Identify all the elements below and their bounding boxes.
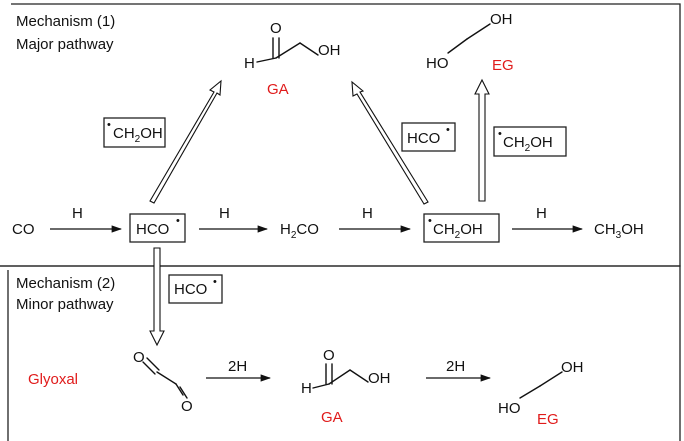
eg-label-top: EG — [492, 57, 514, 74]
arrow3-label: H — [362, 205, 373, 222]
svg-text:CH2OH: CH2OH — [503, 134, 553, 154]
ga-label-top: GA — [267, 81, 289, 98]
arrow2-label: H — [219, 205, 230, 222]
svg-text:HCO: HCO — [174, 281, 207, 298]
ga-label-bottom: GA — [321, 409, 343, 426]
svg-text:O: O — [323, 347, 335, 364]
arrow5-label: 2H — [228, 358, 247, 375]
mechanism1-subtitle: Major pathway — [16, 36, 114, 53]
svg-text:OH: OH — [561, 359, 584, 376]
eg-structure-bottom: OH HO — [498, 359, 584, 417]
mechanism1-title: Mechanism (1) — [16, 13, 115, 30]
svg-text:•: • — [213, 276, 217, 288]
ga-structure-top: O H OH — [244, 20, 341, 72]
ch2oh-radical-box-left: • CH2OH — [103, 117, 166, 148]
svg-text:•: • — [107, 119, 111, 131]
svg-text:•: • — [498, 128, 502, 140]
svg-text:OH: OH — [318, 42, 341, 59]
arrow6-label: 2H — [446, 358, 465, 375]
svg-text:CH2OH: CH2OH — [113, 125, 163, 145]
svg-text:O: O — [270, 20, 282, 37]
hollow-arrow-ch2oh-to-eg — [474, 78, 490, 202]
co-label: CO — [12, 221, 35, 238]
ga-structure-bottom: O H OH — [301, 347, 391, 397]
svg-text:HCO: HCO — [136, 221, 169, 238]
eg-label-bottom: EG — [537, 411, 559, 428]
hollow-arrow-hco-to-glyoxal — [149, 247, 165, 347]
svg-text:HO: HO — [426, 55, 449, 72]
ch3oh-label: CH3OH — [594, 221, 644, 241]
mechanism2-subtitle: Minor pathway — [16, 296, 114, 313]
svg-text:CH2OH: CH2OH — [433, 221, 483, 241]
arrow1-label: H — [72, 205, 83, 222]
svg-text:•: • — [176, 215, 180, 227]
svg-text:•: • — [446, 124, 450, 136]
svg-text:H: H — [244, 55, 255, 72]
arrow4-label: H — [536, 205, 547, 222]
mechanism2-frame — [0, 265, 681, 441]
hco-radical-box-top: HCO • — [401, 122, 456, 152]
eg-structure-top: OH HO — [426, 11, 513, 72]
svg-text:O: O — [181, 398, 193, 415]
hollow-arrow-ch2oh-to-ga — [351, 80, 429, 205]
svg-text:•: • — [428, 215, 432, 227]
h2co-label: H2CO — [280, 221, 319, 241]
svg-text:OH: OH — [368, 370, 391, 387]
svg-text:H: H — [301, 380, 312, 397]
glyoxal-label: Glyoxal — [28, 371, 78, 388]
hco-radical-main: HCO • — [129, 213, 186, 243]
mechanism2-title: Mechanism (2) — [16, 275, 115, 292]
hollow-arrow-hco-to-ga — [149, 79, 222, 204]
svg-text:HCO: HCO — [407, 130, 440, 147]
ch2oh-radical-box-right: • CH2OH — [493, 126, 567, 157]
ch2oh-radical-main: • CH2OH — [423, 213, 500, 243]
glyoxal-structure: O O — [133, 349, 193, 415]
hco-radical-box-bottom: HCO • — [168, 274, 223, 304]
svg-text:HO: HO — [498, 400, 521, 417]
svg-text:O: O — [133, 349, 145, 366]
svg-text:OH: OH — [490, 11, 513, 28]
